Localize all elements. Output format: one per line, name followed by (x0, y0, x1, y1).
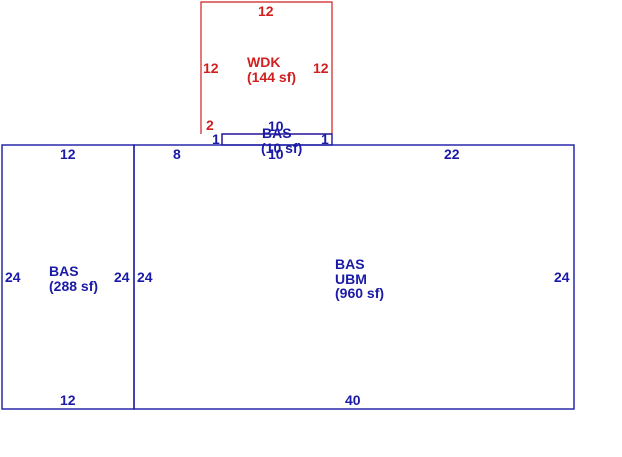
bas-small-left-dimension: 1 (212, 131, 220, 147)
bas-small-top-dimension: 10 (268, 118, 284, 134)
bas-main-top-right-dimension: 22 (444, 146, 460, 162)
wdk-area: 12 12 12 2 WDK (144 sf) (200, 1, 333, 145)
bas-main-code2-label: UBM (335, 271, 367, 287)
bas-main-left-dimension: 24 (137, 269, 153, 285)
wdk-left-dimension: 12 (203, 60, 219, 76)
wdk-right-dimension: 12 (313, 60, 329, 76)
bas-left-left-dimension: 24 (5, 269, 21, 285)
bas-small-area-label: (10 sf) (261, 140, 302, 156)
wdk-area-label: (144 sf) (247, 69, 296, 85)
bas-left-area-label: (288 sf) (49, 278, 98, 294)
bas-main-right-dimension: 24 (554, 269, 570, 285)
bas-left-right-dimension: 24 (114, 269, 130, 285)
bas-main-area: 8 22 24 24 40 BAS UBM (960 sf) (133, 144, 575, 410)
bas-left-top-dimension: 12 (60, 146, 76, 162)
wdk-code-label: WDK (247, 54, 280, 70)
bas-small-code-label: BAS (262, 125, 292, 141)
bas-main-outline (133, 144, 575, 410)
bas-small-right-dimension: 1 (321, 131, 329, 147)
bas-main-top-left-dimension: 8 (173, 146, 181, 162)
bas-left-bottom-dimension: 12 (60, 392, 76, 408)
bas-main-area-label: (960 sf) (335, 285, 384, 301)
bas-left-area: 12 12 24 24 BAS (288 sf) (1, 144, 135, 410)
bas-left-code-label: BAS (49, 263, 79, 279)
bas-main-bottom-dimension: 40 (345, 392, 361, 408)
bas-main-code-label: BAS (335, 256, 365, 272)
bas-small-area: 10 10 1 1 BAS (10 sf) (212, 118, 333, 162)
wdk-step-dimension: 2 (206, 117, 214, 133)
bas-small-bottom-dimension: 10 (268, 146, 284, 162)
wdk-top-dimension: 12 (258, 3, 274, 19)
